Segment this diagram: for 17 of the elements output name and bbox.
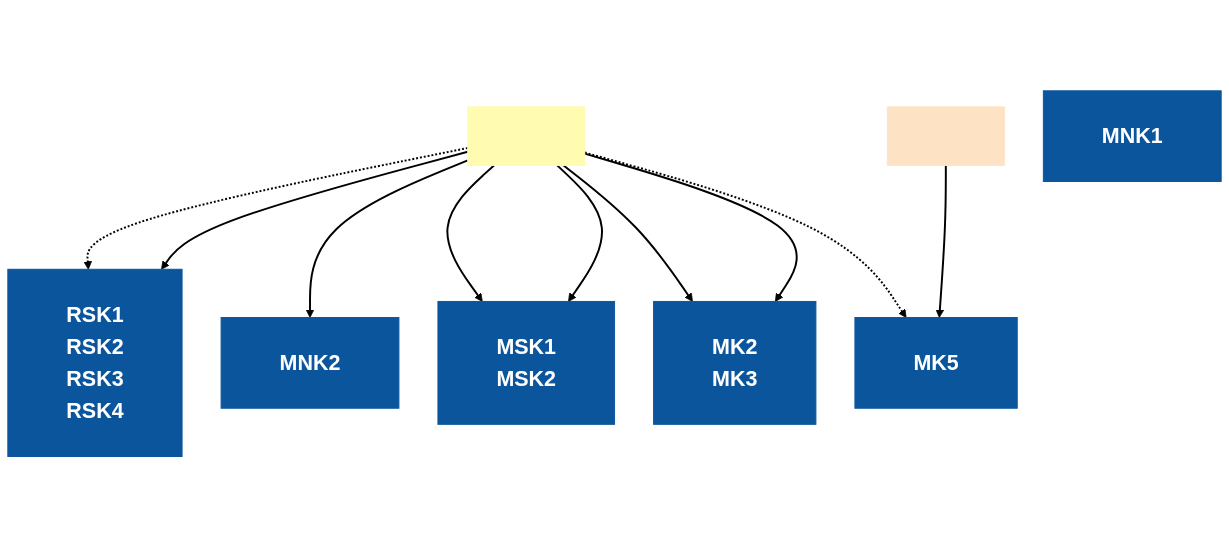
arrow bbox=[83, 147, 469, 270]
arrow bbox=[583, 152, 798, 303]
arrow bbox=[446, 164, 495, 303]
arrow bbox=[935, 164, 947, 319]
node-bar bbox=[467, 106, 586, 167]
node-box: MNK1 bbox=[1042, 90, 1222, 183]
node-box: RSK1 RSK2 RSK3 RSK4 bbox=[7, 269, 183, 458]
arrow bbox=[583, 151, 907, 319]
arrow bbox=[305, 159, 469, 319]
node-box: MNK2 bbox=[220, 317, 400, 410]
node-box: MK2 MK3 bbox=[653, 301, 817, 426]
arrow bbox=[161, 151, 469, 270]
arrow bbox=[556, 164, 603, 303]
node-bar bbox=[886, 106, 1005, 167]
node-box: MK5 bbox=[854, 317, 1018, 410]
node-box: MSK1 MSK2 bbox=[437, 301, 616, 426]
arrow bbox=[562, 164, 693, 303]
